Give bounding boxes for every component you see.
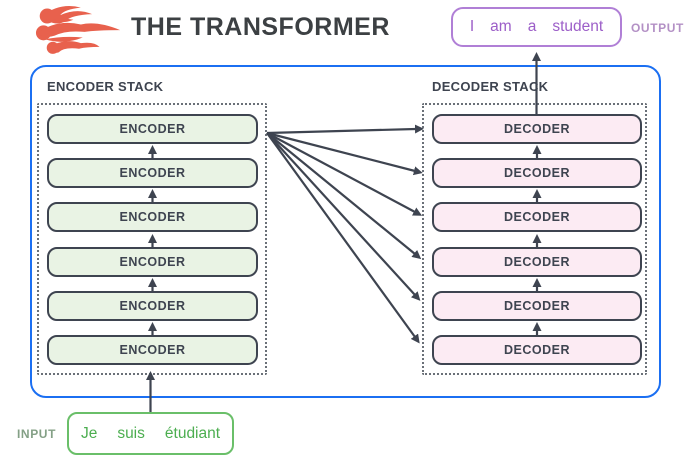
input-label: INPUT bbox=[17, 427, 56, 441]
decoder-stack-container bbox=[422, 103, 647, 375]
input-word: étudiant bbox=[164, 424, 221, 442]
output-word: student bbox=[552, 18, 604, 35]
encoder-block-3: ENCODER bbox=[47, 247, 258, 277]
decoder-block-4: DECODER bbox=[432, 202, 642, 232]
decoder-stack-label: DECODER STACK bbox=[432, 79, 549, 94]
output-label: OUTPUT bbox=[631, 21, 684, 35]
input-word: suis bbox=[117, 424, 145, 442]
encoder-block-4: ENCODER bbox=[47, 202, 258, 232]
decoder-block-2: DECODER bbox=[432, 291, 642, 321]
encoder-block-6: ENCODER bbox=[47, 114, 258, 144]
decoder-block-6: DECODER bbox=[432, 114, 642, 144]
output-word: am bbox=[490, 18, 512, 35]
encoder-stack-label: ENCODER STACK bbox=[47, 79, 164, 94]
input-sentence-box: Je suis étudiant bbox=[67, 412, 234, 455]
decoder-block-5: DECODER bbox=[432, 158, 642, 188]
flame-logo-icon bbox=[35, 6, 121, 54]
decoder-block-1: DECODER bbox=[432, 335, 642, 365]
encoder-block-5: ENCODER bbox=[47, 158, 258, 188]
output-sentence-box: I am a student bbox=[451, 7, 622, 47]
decoder-block-3: DECODER bbox=[432, 247, 642, 277]
output-word: a bbox=[527, 18, 537, 35]
page-title: THE TRANSFORMER bbox=[131, 13, 390, 41]
encoder-block-1: ENCODER bbox=[47, 335, 258, 365]
input-word: Je bbox=[80, 424, 98, 442]
output-word: I bbox=[469, 18, 475, 35]
encoder-block-2: ENCODER bbox=[47, 291, 258, 321]
